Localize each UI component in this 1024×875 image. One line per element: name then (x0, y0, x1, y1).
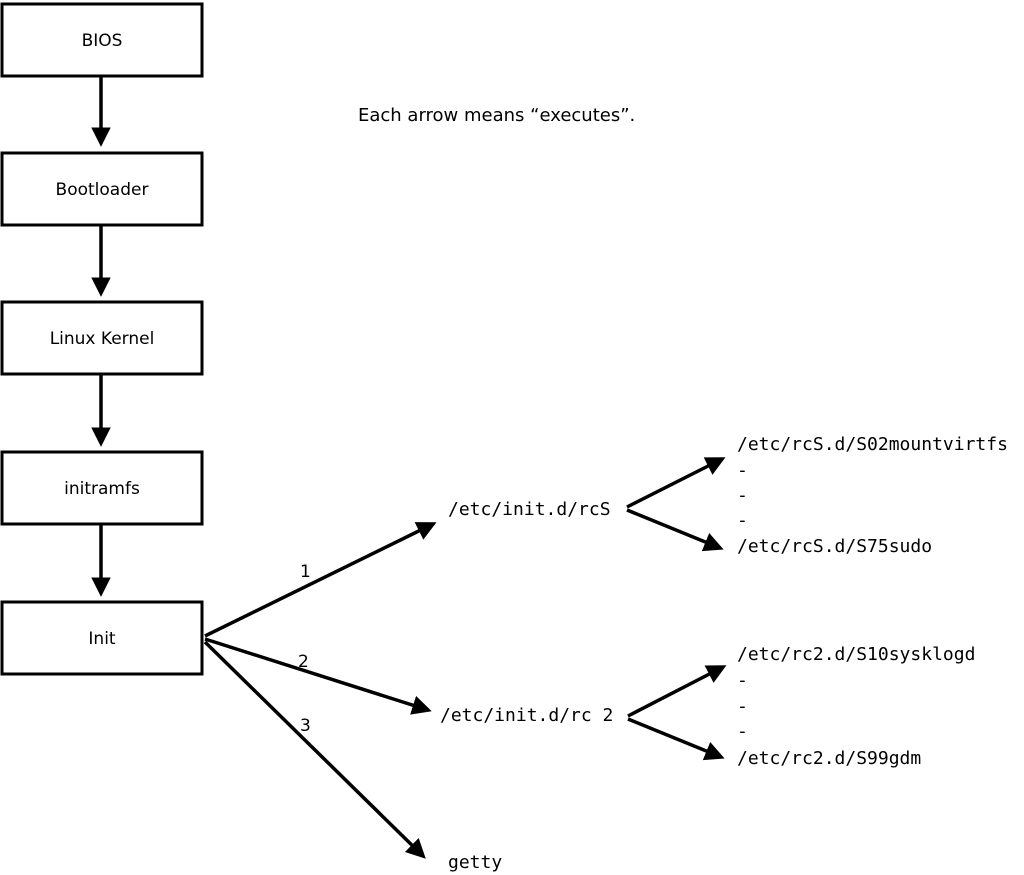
rc2-item-ellipsis-3: - (737, 721, 748, 742)
box-initramfs: initramfs (0, 450, 204, 526)
box-linux-kernel-rect (0, 300, 204, 376)
rc2-item-S10sysklogd: /etc/rc2.d/S10sysklogd (737, 644, 975, 665)
arrow-rc2-to-S99gdm (627, 717, 725, 761)
arrow-init-to-rc2 (204, 637, 432, 715)
box-initramfs-label: initramfs (64, 479, 140, 499)
rc2-item-ellipsis-1: - (737, 670, 748, 691)
arrow-rcS-to-S02mountvirtfs (626, 457, 726, 509)
box-init-rect (0, 600, 204, 676)
rcS-item-ellipsis-1: - (737, 460, 748, 481)
box-linux-kernel-label: Linux Kernel (50, 329, 155, 349)
arrow-label-1: 1 (300, 562, 311, 582)
arrow-label-2: 2 (298, 652, 309, 672)
box-bootloader-rect (0, 151, 204, 227)
box-init-label: Init (88, 629, 116, 649)
rcS-item-S75sudo: /etc/rcS.d/S75sudo (737, 536, 932, 557)
arrow-init-to-rcS (204, 522, 437, 638)
box-init: Init (0, 600, 204, 676)
note-arrow-meaning: Each arrow means “executes”. (358, 105, 635, 126)
rcS-script-label: /etc/init.d/rcS (448, 499, 611, 520)
rc2-item-S99gdm: /etc/rc2.d/S99gdm (737, 748, 921, 769)
box-bios-rect (0, 2, 204, 78)
arrow-label-3: 3 (300, 716, 311, 736)
rc2-script-label: /etc/init.d/rc 2 (440, 705, 613, 726)
box-linux-kernel: Linux Kernel (0, 300, 204, 376)
box-initramfs-rect (0, 450, 204, 526)
arrow-init-to-getty (203, 640, 426, 859)
getty-label: getty (448, 852, 502, 873)
rcS-item-S02mountvirtfs: /etc/rcS.d/S02mountvirtfs (737, 434, 1008, 455)
arrow-rc2-to-S10sysklogd (627, 665, 727, 718)
arrow-rcS-to-S75sudo (626, 508, 724, 552)
box-bootloader-label: Bootloader (56, 180, 149, 200)
box-bootloader: Bootloader (0, 151, 204, 227)
rc2-item-ellipsis-2: - (737, 696, 748, 717)
box-bios-label: BIOS (82, 31, 123, 51)
rcS-item-ellipsis-3: - (737, 510, 748, 531)
box-bios: BIOS (0, 2, 204, 78)
rcS-item-ellipsis-2: - (737, 485, 748, 506)
